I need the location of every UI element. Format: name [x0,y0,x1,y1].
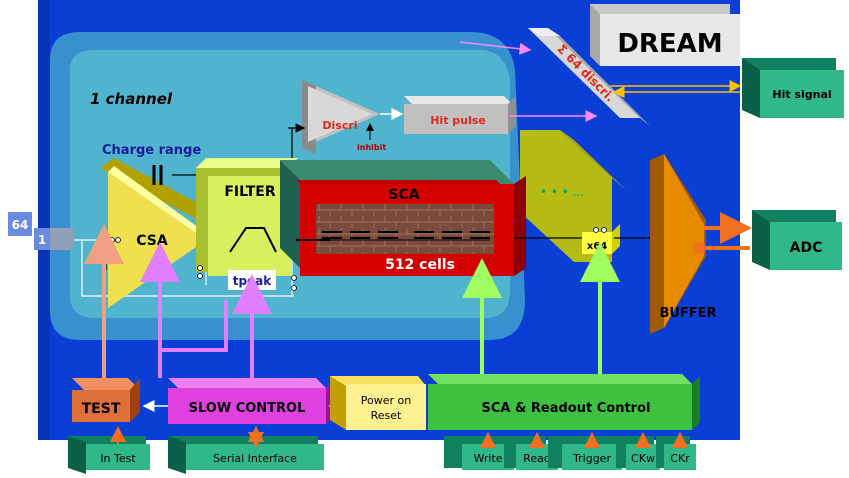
hit-signal-label: Hit signal [772,88,831,101]
pin-trigger: Trigger [548,436,622,470]
mux-label: x64 [587,241,607,252]
write-label: Write [473,452,502,465]
discri-label: Discri [322,119,357,132]
csa-block: CSA [100,158,210,308]
buffer-block: BUFFER [650,154,717,334]
test-block: TEST [72,378,140,422]
inhibit-label: inhibit [357,143,386,152]
feedback-capacitor [152,165,163,185]
input-1-label: 1 [38,233,46,247]
pin-write: Write [444,436,514,470]
power-on-reset-block: Power on Reset [330,376,426,430]
hit-pulse-label: Hit pulse [430,114,486,127]
filter-block: FILTER [196,158,298,276]
slow-control-label: SLOW CONTROL [189,401,306,416]
mux-ramp-edge [560,130,626,190]
discri-block: Discri [302,80,380,154]
channel-to-sum-line [459,41,532,55]
sca-label: SCA [388,187,419,203]
pin-ckw: CKw [616,436,660,470]
ckr-label: CKr [670,452,690,465]
charge-range-label: Charge range [102,143,201,158]
mux-dots: • • • ... [540,185,584,199]
pin-arrows [110,426,688,448]
hit-pulse-block: Hit pulse [404,96,516,134]
pin-serial-interface: Serial Interface [168,436,324,474]
chip-title-box: DREAM [590,4,740,66]
por-line1: Power on [361,394,411,407]
sca-block: SCA 512 cells [280,160,526,276]
sca-readout-block: SCA & Readout Control [428,374,700,430]
chip-title: DREAM [617,29,722,59]
csa-label: CSA [136,233,168,249]
hit-signal-block: Hit signal [742,58,844,118]
mux-ramp [520,130,612,262]
input-pad-1: 1 [34,228,74,250]
pin-ckr: CKr [656,436,696,470]
por-line2: Reset [371,409,402,422]
sca-cells-label: 512 cells [385,257,455,273]
input-pad-64: 64 [8,212,32,236]
trigger-label: Trigger [572,452,611,465]
slow-control-block: SLOW CONTROL [168,378,334,424]
adc-buffer-node [694,242,706,254]
input-64-label: 64 [12,218,29,232]
adc-label: ADC [790,240,823,256]
in-test-label: In Test [100,452,136,465]
sca-readout-label: SCA & Readout Control [482,401,651,416]
channel-label: 1 channel [90,90,173,108]
pin-in-test: In Test [68,436,150,474]
ckw-label: CKw [631,452,655,465]
filter-label: FILTER [224,184,275,200]
tpeak-label: tpeak [233,274,273,288]
read-label: Read [523,452,551,465]
adc-block: ADC [752,210,842,270]
test-label: TEST [82,401,121,417]
buffer-label: BUFFER [659,306,716,321]
serial-interface-label: Serial Interface [213,452,297,465]
control-arrows [84,224,620,378]
